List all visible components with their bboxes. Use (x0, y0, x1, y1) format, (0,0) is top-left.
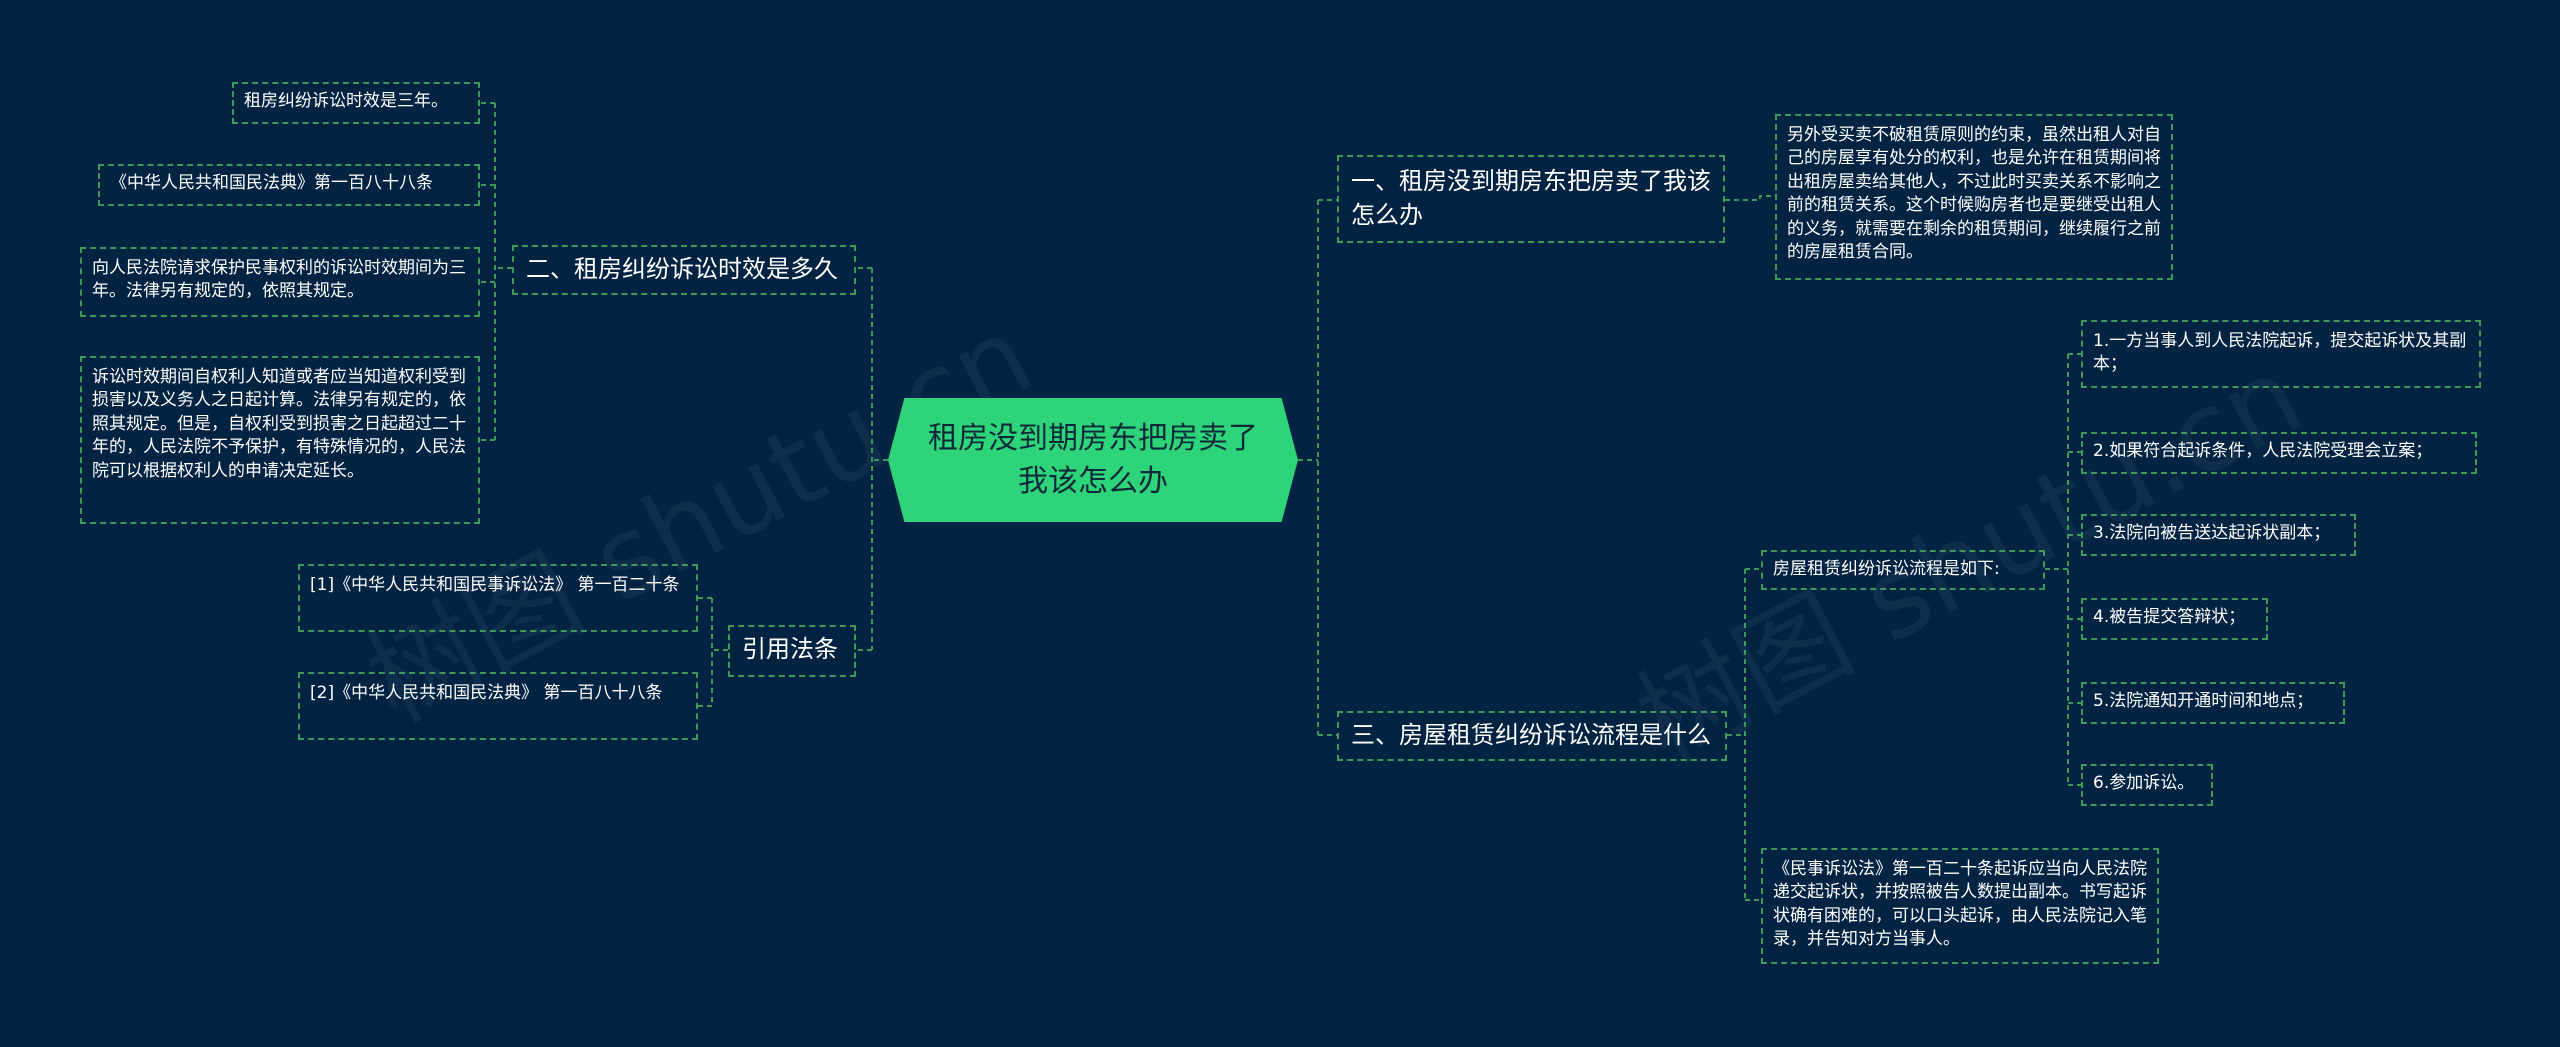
center-topic[interactable]: 租房没到期房东把房卖了我该怎么办 (888, 398, 1298, 522)
link-b4-trunk (711, 598, 728, 706)
process-step[interactable]: 6.参加诉讼。 (2081, 764, 2213, 806)
citation-2[interactable]: [2]《中华人民共和国民法典》 第一百八十八条 (298, 672, 698, 740)
process-step[interactable]: 4.被告提交答辩状； (2081, 598, 2268, 640)
link-center-left (871, 268, 888, 650)
process-step[interactable]: 2.如果符合起诉条件，人民法院受理会立案； (2081, 432, 2477, 474)
limitation-rule[interactable]: 向人民法院请求保护民事权利的诉讼时效期间为三年。法律另有规定的，依照其规定。 (80, 247, 480, 317)
branch-3[interactable]: 三、房屋租赁纠纷诉讼流程是什么 (1337, 711, 1727, 761)
branch-3-process[interactable]: 房屋租赁纠纷诉讼流程是如下: (1761, 550, 2045, 590)
link-mid-steps (2045, 354, 2069, 785)
branch-3-note[interactable]: 《民事诉讼法》第一百二十条起诉应当向人民法院递交起诉状，并按照被告人数提出副本。… (1761, 848, 2159, 964)
process-step[interactable]: 3.法院向被告送达起诉状副本； (2081, 514, 2356, 556)
link-b2-trunk (494, 103, 512, 440)
civil-code-article[interactable]: 《中华人民共和国民法典》第一百八十八条 (98, 164, 480, 206)
citation-1[interactable]: [1]《中华人民共和国民事诉讼法》 第一百二十条 (298, 564, 698, 632)
link-center-right (1298, 200, 1319, 735)
branch-1-text[interactable]: 另外受买卖不破租赁原则的约束，虽然出租人对自己的房屋享有处分的权利，也是允许在租… (1775, 114, 2173, 280)
branch-1[interactable]: 一、租房没到期房东把房卖了我该怎么办 (1337, 155, 1725, 243)
process-step[interactable]: 5.法院通知开通时间和地点； (2081, 682, 2345, 724)
branch-4[interactable]: 引用法条 (728, 625, 856, 677)
process-step[interactable]: 1.一方当事人到人民法院起诉，提交起诉状及其副本； (2081, 320, 2481, 388)
link-b3-trunk (1727, 569, 1746, 900)
limitation-period[interactable]: 租房纠纷诉讼时效是三年。 (232, 82, 480, 124)
link-b1-text (1725, 195, 1775, 201)
limitation-start[interactable]: 诉讼时效期间自权利人知道或者应当知道权利受到损害以及义务人之日起计算。法律另有规… (80, 356, 480, 524)
branch-2[interactable]: 二、租房纠纷诉讼时效是多久 (512, 245, 856, 295)
